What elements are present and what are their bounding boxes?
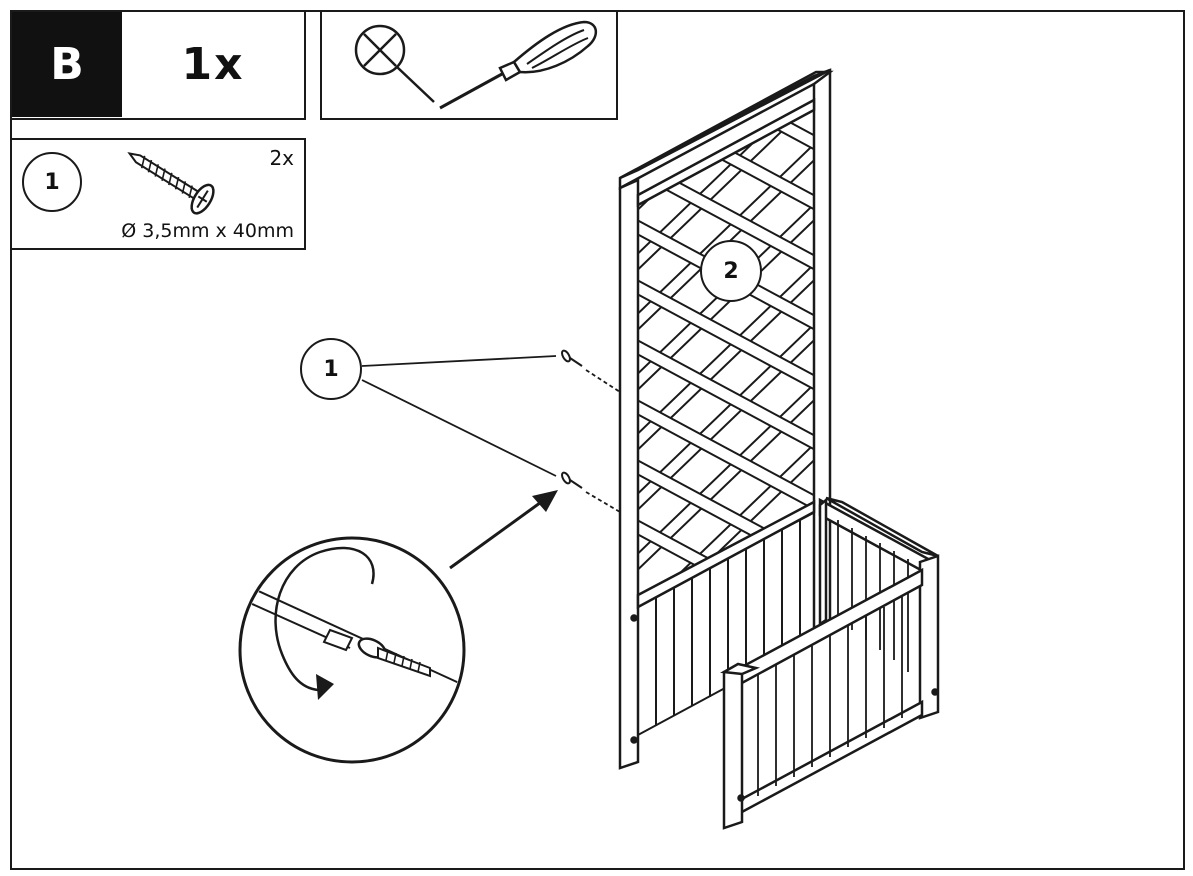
step-header: B 1x [10,10,306,120]
trellis-frame [618,68,834,770]
parts-box: 1 2x Ø 3,5mm x 40mm [10,138,306,250]
detail-arrow [449,490,558,570]
part-count: 2x [269,146,294,170]
screw-icon [127,152,215,215]
crossed-circle-icon [354,24,435,103]
screw-markers [561,349,583,489]
step-quantity: 1x [181,39,245,90]
part-number-badge: 1 [22,152,82,212]
detail-magnifier [238,536,466,764]
callout-trellis: 2 [700,240,762,302]
part-dimensions: Ø 3,5mm x 40mm [121,220,294,242]
step-letter: B [12,12,122,117]
screwdriver-icon [354,20,597,110]
callout-screw: 1 [300,338,362,400]
planter-box [630,496,940,830]
tool-box [320,10,618,120]
leader-lines [361,355,621,513]
